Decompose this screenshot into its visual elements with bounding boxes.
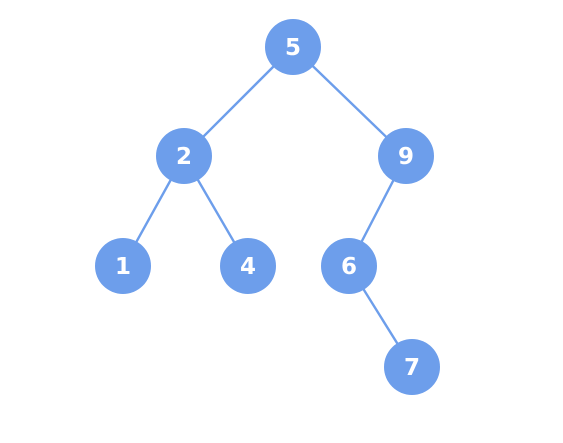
tree-node-circle: [265, 19, 321, 75]
tree-node-label: 9: [398, 144, 414, 170]
tree-node-circle: [321, 238, 377, 294]
tree-node: 9: [378, 128, 434, 184]
tree-node-label: 7: [404, 355, 420, 381]
tree-node: 4: [220, 238, 276, 294]
tree-node: 1: [95, 238, 151, 294]
tree-node-circle: [95, 238, 151, 294]
tree-node: 7: [384, 339, 440, 395]
tree-node: 5: [265, 19, 321, 75]
tree-node-circle: [220, 238, 276, 294]
tree-node: 6: [321, 238, 377, 294]
tree-node-circle: [156, 128, 212, 184]
tree-node-circle: [384, 339, 440, 395]
tree-node-circle: [378, 128, 434, 184]
tree-node-label: 5: [285, 35, 301, 61]
tree-node-label: 2: [176, 144, 192, 170]
tree-node-label: 4: [240, 254, 256, 280]
tree-node-label: 6: [341, 254, 357, 280]
tree-node-label: 1: [115, 254, 131, 280]
tree-nodes: 5 2 9 1 4 6 7: [95, 19, 440, 395]
tree-node: 2: [156, 128, 212, 184]
tree-edges: [121, 45, 414, 369]
